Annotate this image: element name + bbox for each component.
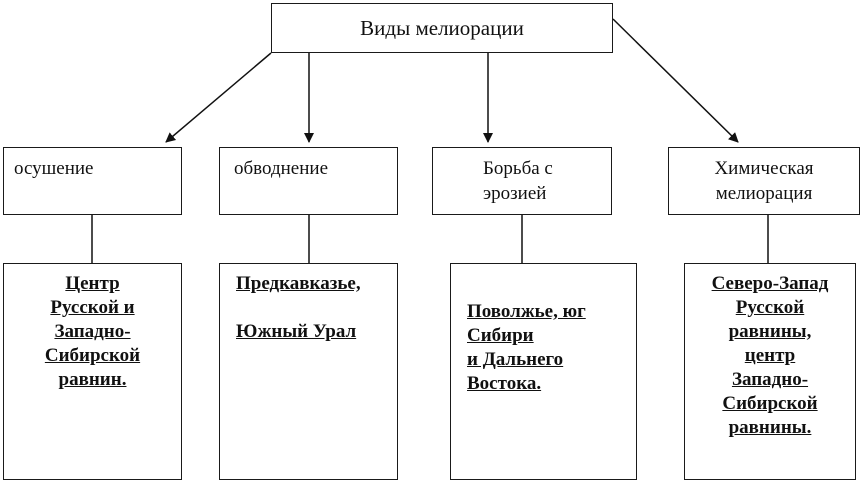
region-box-erosion-control: Поволжье, юг Сибири и Дальнего Востока. [450, 263, 637, 480]
root-box-melioration-types: Виды мелиорации [271, 3, 613, 53]
arrow-to-drainage [165, 52, 272, 143]
region-chemical-line-5: Западно- [731, 369, 809, 390]
region-chemical-line-2: Русской [735, 297, 805, 318]
region-chemical-line-3: равнины, [728, 321, 812, 342]
category-chemical-line-2: мелиорация [715, 183, 813, 204]
category-box-irrigation: обводнение [219, 147, 398, 215]
region-erosion-line-4: Востока. [467, 373, 542, 394]
category-erosion-line-2: эрозией [483, 183, 547, 204]
region-erosion-line-2: Сибири [467, 325, 534, 346]
region-chemical-line-7: равнины. [728, 417, 812, 438]
category-chemical-line-1: Химическая [714, 158, 814, 179]
arrow-to-chemical-melioration [612, 18, 739, 143]
region-chemical-line-4: центр [744, 345, 796, 366]
region-drainage-line-3: Западно- [54, 321, 131, 342]
region-erosion-line-1: Поволжье, юг [467, 301, 586, 322]
region-irrigation-line-1: Предкавказье, [236, 273, 361, 294]
region-box-irrigation: Предкавказье, Южный Урал [219, 263, 398, 480]
region-chemical-line-1: Северо-Запад [711, 273, 829, 294]
region-irrigation-line-2: Южный Урал [236, 321, 357, 342]
category-box-drainage: осушение [3, 147, 182, 215]
category-irrigation-line-1: обводнение [234, 158, 328, 179]
category-drainage-line-1: осушение [14, 158, 94, 179]
region-drainage-line-2: Русской и [50, 297, 135, 318]
region-chemical-line-6: Сибирской [722, 393, 818, 414]
region-drainage-line-4: Сибирской [44, 345, 141, 366]
region-drainage-line-5: равнин. [58, 369, 127, 390]
category-box-chemical-melioration: Химическая мелиорация [668, 147, 860, 215]
region-erosion-line-3: и Дальнего [467, 349, 564, 370]
region-drainage-line-1: Центр [65, 273, 120, 294]
region-irrigation-spacer [236, 296, 397, 320]
category-box-erosion-control: Борьба с эрозией [432, 147, 612, 215]
region-box-drainage: Центр Русской и Западно- Сибирской равни… [3, 263, 182, 480]
category-erosion-line-1: Борьба с [483, 158, 553, 179]
region-box-chemical-melioration: Северо-Запад Русской равнины, центр Запа… [684, 263, 856, 480]
root-label: Виды мелиорации [360, 15, 524, 40]
